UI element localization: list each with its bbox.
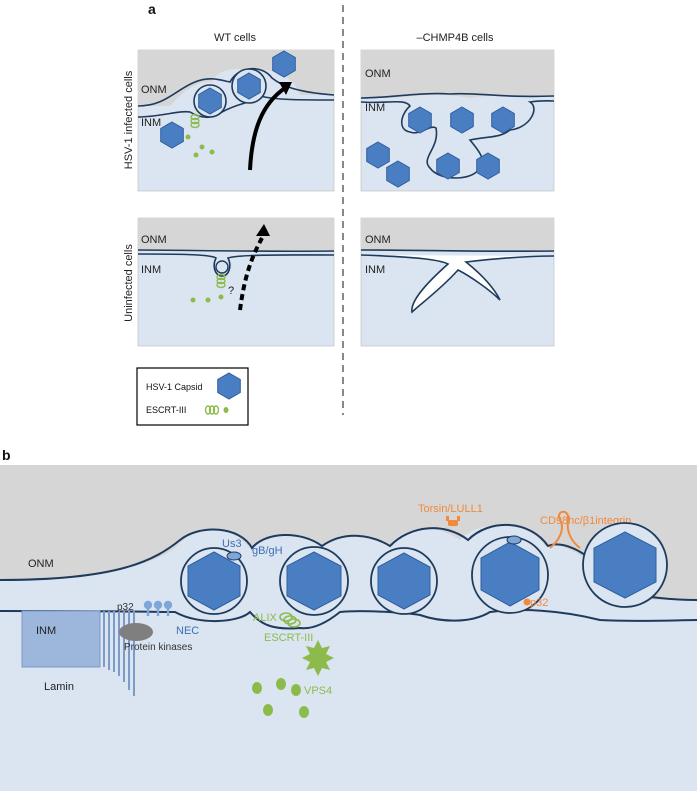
p32-left-label: p32	[117, 602, 134, 613]
nec-stalks	[143, 600, 173, 616]
nec-label: NEC	[176, 625, 199, 637]
inm-label: INM	[36, 625, 56, 637]
vps4-star	[302, 640, 334, 676]
panel-ko-infected: ONM INM	[360, 49, 555, 192]
escrt-dots	[252, 678, 309, 718]
protein-kinase-shape	[119, 623, 153, 641]
onm-label: ONM	[141, 234, 167, 246]
egress-arrow	[248, 86, 287, 171]
inm-label: INM	[141, 117, 161, 129]
onm-label: ONM	[365, 234, 391, 246]
escrt-dot-icon	[223, 407, 229, 413]
capsid-hex	[286, 551, 342, 611]
inm-label: INM	[365, 102, 385, 114]
row-label-uninfected: Uninfected cells	[123, 244, 135, 322]
escrt-coil-icon	[279, 612, 301, 628]
panel-wt-infected: ONM INM	[137, 49, 335, 192]
col-label-ko: –CHMP4B cells	[416, 32, 494, 44]
panel-ko-uninfected: ONM INM	[360, 217, 555, 347]
panel-b-letter: b	[2, 447, 11, 463]
inm-label: INM	[365, 264, 385, 276]
panel-a-letter: a	[148, 1, 156, 17]
question-mark: ?	[228, 285, 234, 297]
cd98-icon	[549, 510, 581, 549]
torsin-label: Torsin/LULL1	[418, 503, 483, 515]
onm-label: ONM	[28, 558, 54, 570]
gbgh-label: gB/gH	[252, 545, 283, 557]
vps4-label: VPS4	[304, 685, 332, 697]
escrt-label: ESCRT-III	[264, 632, 313, 644]
legend-escrt-label: ESCRT-III	[146, 405, 186, 415]
legend-capsid-label: HSV-1 Capsid	[146, 382, 203, 392]
lamin-label: Lamin	[44, 681, 74, 693]
legend: HSV-1 Capsid ESCRT-III	[136, 367, 249, 426]
p32-right-label: p32	[530, 597, 548, 609]
onm-label: ONM	[365, 68, 391, 80]
capsid-hex	[377, 552, 431, 610]
panel-wt-uninfected: ? ONM INM	[137, 217, 335, 347]
inm-label: INM	[141, 264, 161, 276]
cd98-label: CD98hc/β1integrin	[540, 515, 631, 527]
row-label-infected: HSV-1 infected cells	[123, 70, 135, 169]
capsid-hex	[187, 551, 241, 611]
protein-kinases-label: Protein kinases	[124, 642, 192, 653]
capsid-hex	[480, 541, 540, 607]
torsin-icon	[446, 516, 460, 526]
capsid-hex	[593, 531, 657, 599]
panel-b: INM Lamin p32 Protein kinases NEC Us3 gB…	[0, 465, 697, 791]
alix-label: ALIX	[253, 612, 278, 624]
onm-label: ONM	[141, 84, 167, 96]
us3-label: Us3	[222, 538, 242, 550]
col-label-wt: WT cells	[214, 32, 256, 44]
